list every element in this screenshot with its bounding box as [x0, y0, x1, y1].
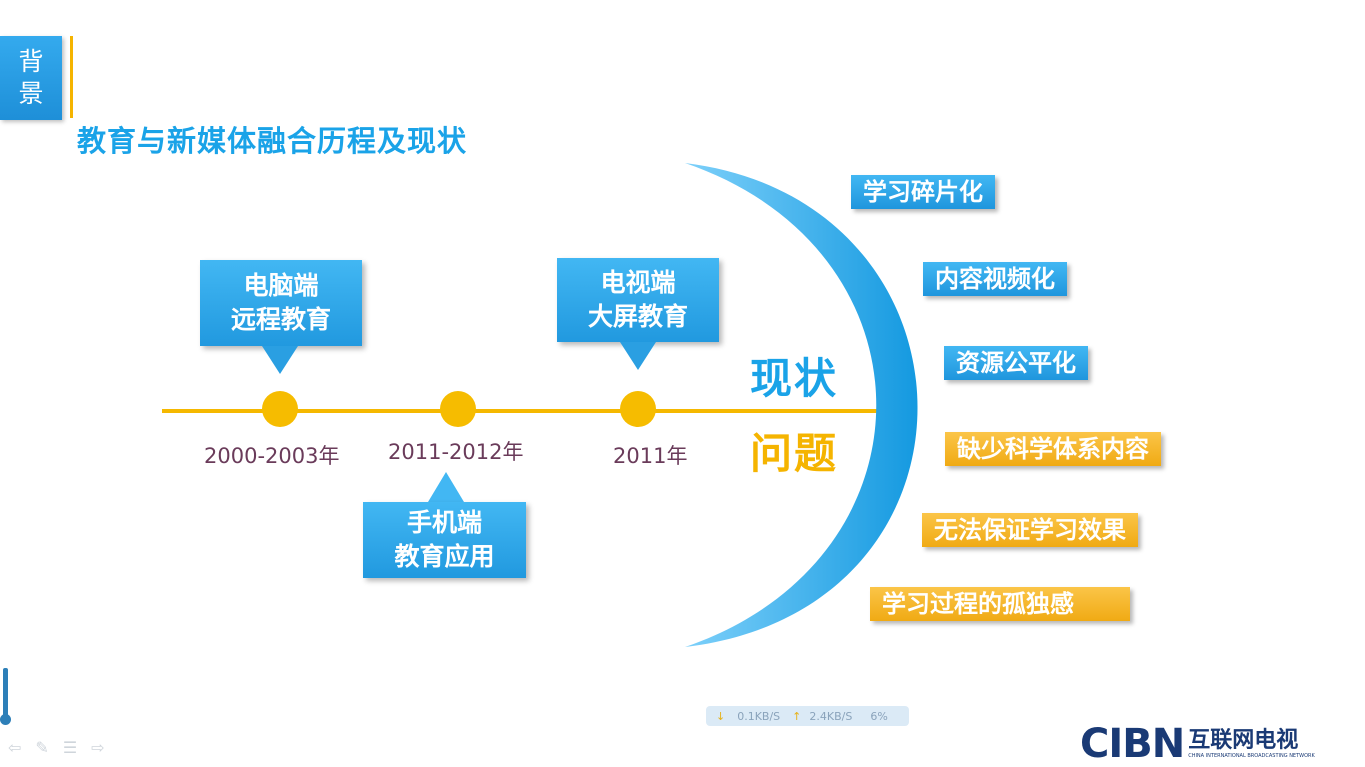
timeline-dot-2 [440, 391, 476, 427]
logo-cn: 互联网电视 [1188, 727, 1299, 753]
section-tag-line1: 背 [18, 47, 44, 76]
crescent-shape [685, 163, 918, 647]
problem-item-3: 学习过程的孤独感 [870, 587, 1130, 621]
cibn-logo: CIBN 互联网电视 CHINA INTERNATIONAL BROADCAST… [1080, 724, 1315, 764]
menu-icon[interactable]: ☰ [62, 738, 78, 757]
callout-mobile-line1: 手机端 [406, 508, 482, 537]
callout-mobile-line2: 教育应用 [394, 542, 495, 571]
status-item-3: 资源公平化 [944, 346, 1088, 380]
callout-tv-pointer [620, 342, 656, 370]
arrow-left-icon[interactable]: ⇦ [8, 738, 22, 757]
network-speed-widget: ↓ 0.1KB/S ↑ 2.4KB/S 6% [706, 706, 909, 726]
accent-divider [70, 36, 73, 118]
arrow-right-icon[interactable]: ⇨ [91, 738, 105, 757]
callout-mobile: 手机端 教育应用 [363, 502, 526, 578]
status-label: 现状 [750, 354, 839, 403]
download-icon: ↓ [716, 709, 726, 723]
status-item-2: 内容视频化 [923, 262, 1067, 296]
status-item-1: 学习碎片化 [851, 175, 995, 209]
callout-tv-line1: 电视端 [600, 268, 676, 297]
section-tag: 背 景 [0, 36, 62, 120]
problems-label: 问题 [750, 429, 839, 478]
presentation-controls: ⇦ ✎ ☰ ⇨ [8, 738, 105, 758]
cpu-usage: 6% [870, 709, 888, 723]
pen-icon[interactable]: ✎ [35, 738, 49, 757]
problem-item-1: 缺少科学体系内容 [945, 432, 1161, 466]
callout-pc-pointer [262, 346, 298, 374]
callout-pc-line1: 电脑端 [243, 271, 319, 300]
callout-mobile-pointer [428, 472, 464, 502]
upload-icon: ↑ [792, 709, 802, 723]
timeline-dot-3 [620, 391, 656, 427]
year-label-1: 2000-2003年 [204, 444, 340, 468]
year-label-2: 2011-2012年 [388, 440, 524, 464]
callout-pc-line2: 远程教育 [230, 305, 331, 334]
slide-title: 教育与新媒体融合历程及现状 [77, 124, 468, 158]
volume-slider-knob[interactable] [0, 714, 11, 725]
volume-slider[interactable] [3, 668, 8, 720]
callout-pc: 电脑端 远程教育 [200, 260, 362, 346]
logo-en: CHINA INTERNATIONAL BROADCASTING NETWORK [1188, 752, 1315, 759]
download-speed: 0.1KB/S [737, 709, 781, 723]
timeline-dot-1 [262, 391, 298, 427]
logo-mark: CIBN [1080, 721, 1185, 767]
problem-item-2: 无法保证学习效果 [922, 513, 1138, 547]
callout-tv-line2: 大屏教育 [587, 302, 688, 331]
timeline-line [162, 409, 882, 413]
year-label-3: 2011年 [613, 444, 688, 468]
upload-speed: 2.4KB/S [809, 709, 853, 723]
section-tag-line2: 景 [18, 79, 44, 108]
callout-tv: 电视端 大屏教育 [557, 258, 719, 342]
